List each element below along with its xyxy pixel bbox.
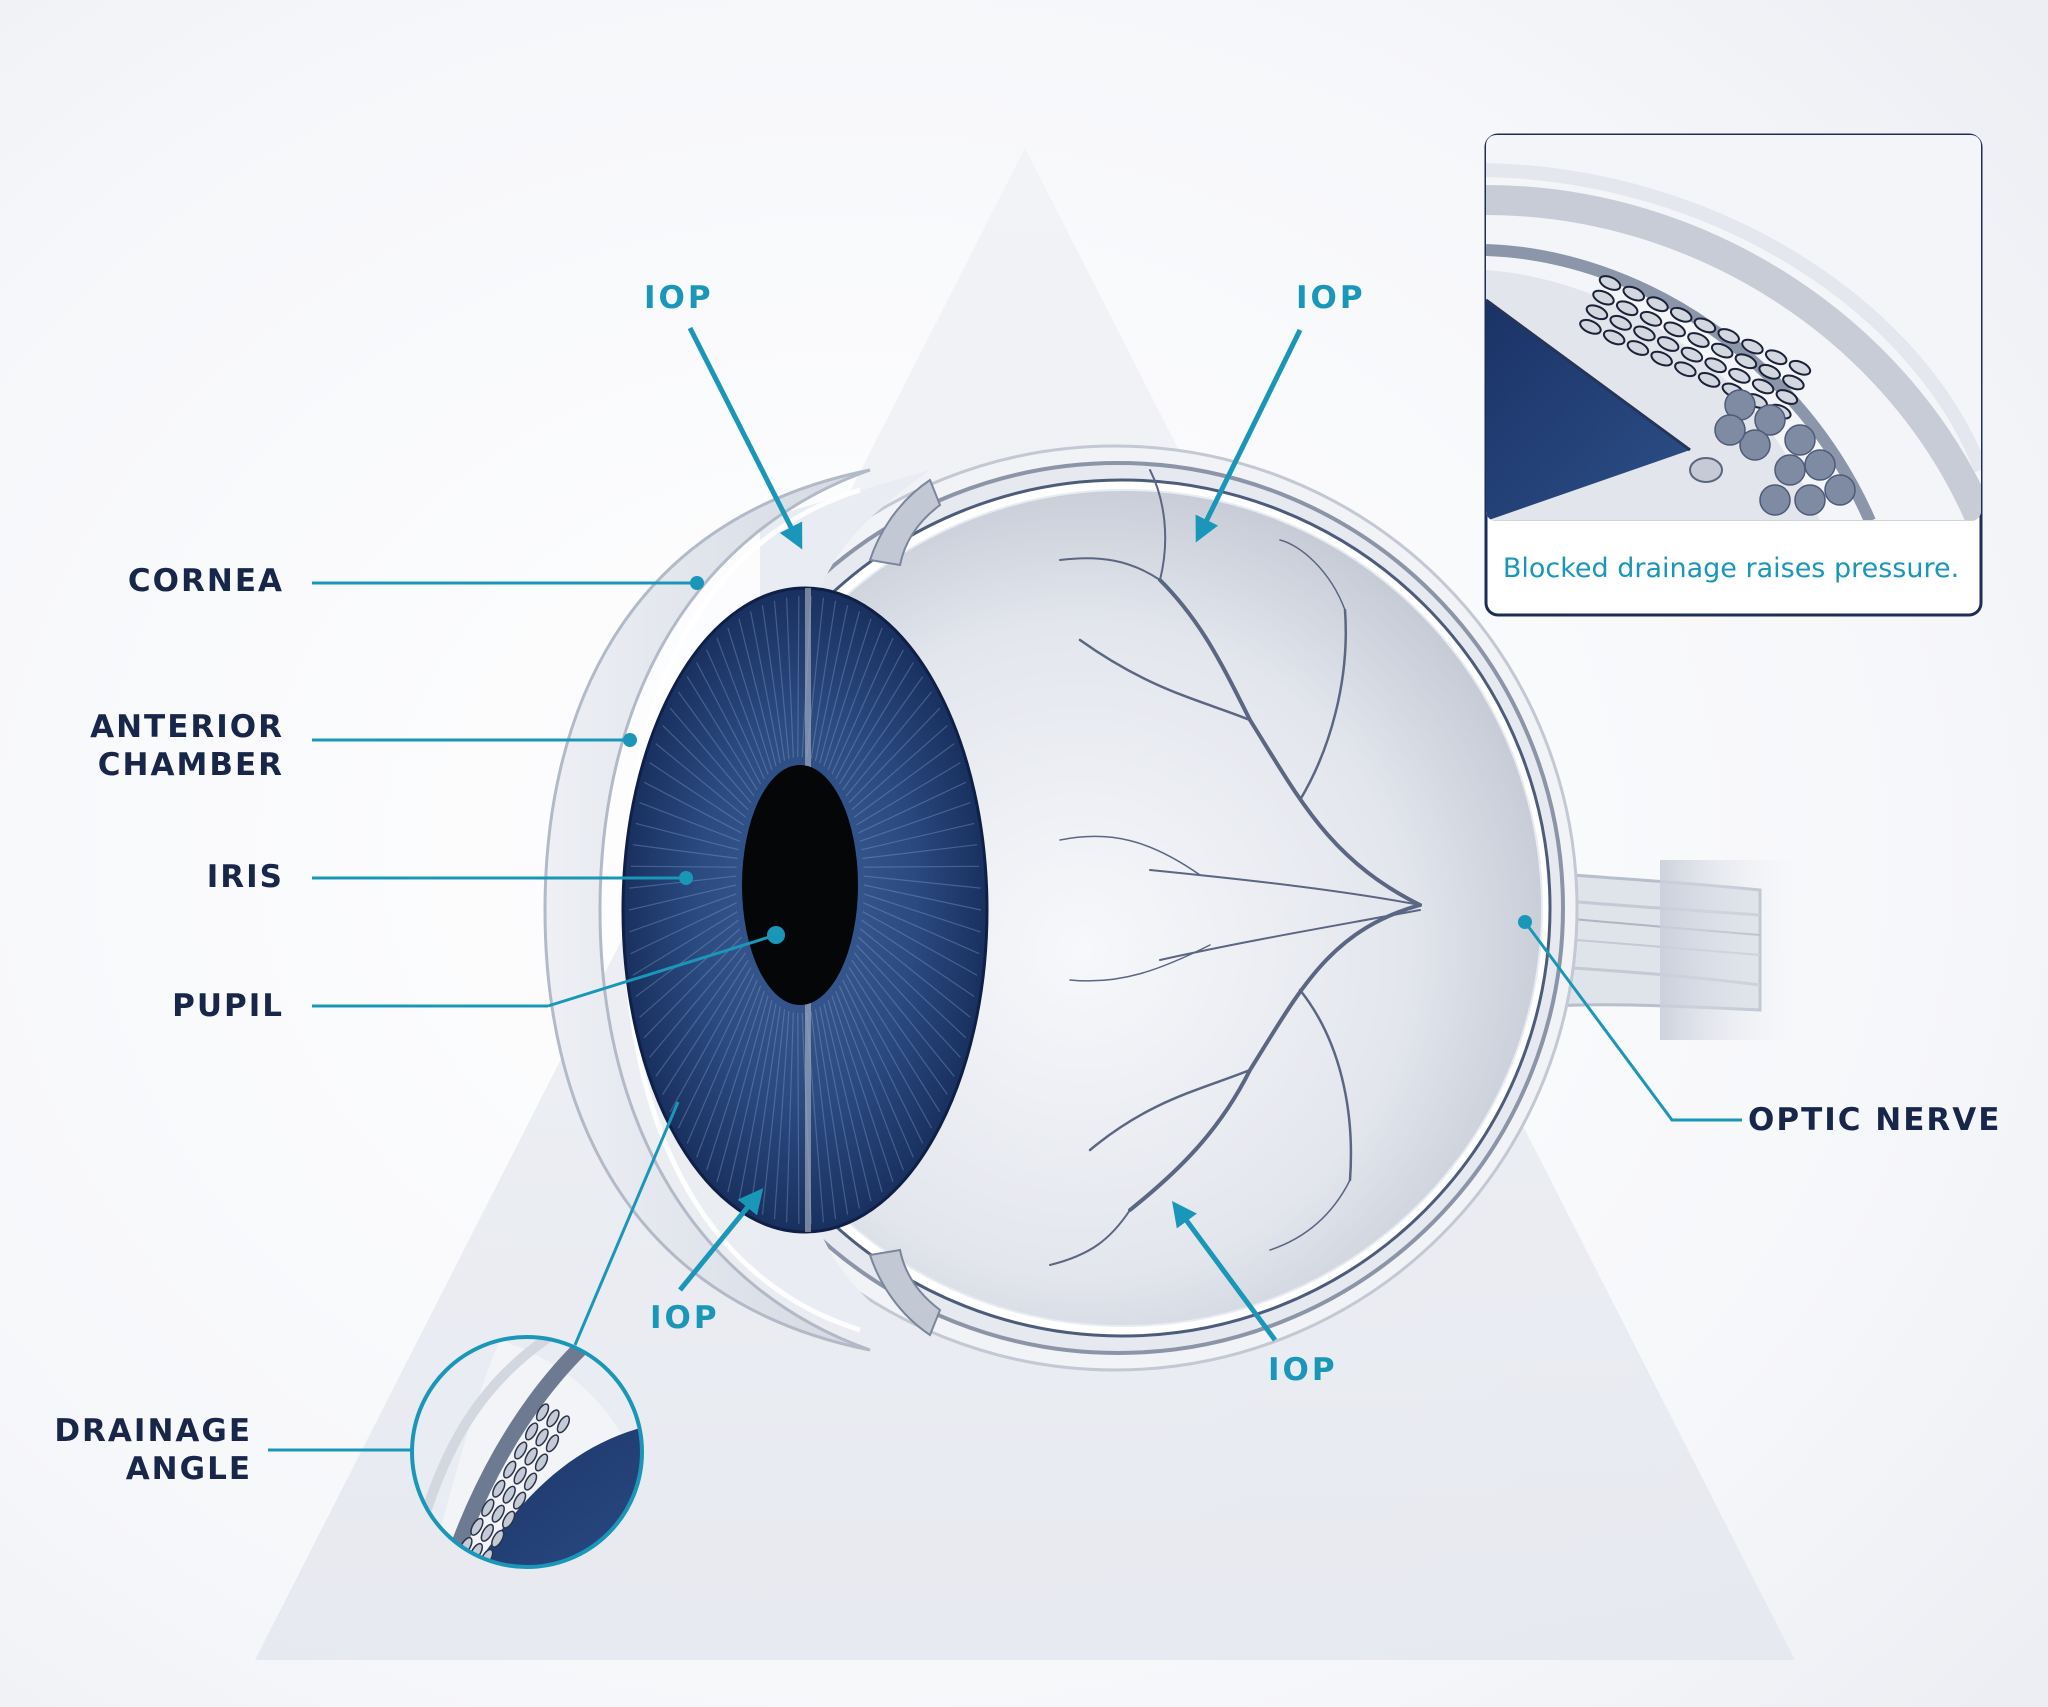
iop-label-top-left: IOP [644,280,714,316]
retinal-vessels [1049,469,1422,1266]
iris-label: IRIS [206,859,284,895]
anterior-chamber-label-line2: CHAMBER [97,747,284,783]
iop-arrow-bottom-left [678,1188,764,1292]
anterior-chamber-label-line1: ANTERIOR [90,709,284,745]
pressure-arrows [678,326,1303,1342]
iop-label-top-right: IOP [1296,280,1366,316]
drainage-angle-label-line1: DRAINAGE [54,1413,252,1449]
pupil-shape [742,765,858,1005]
drainage-angle-label-line2: ANGLE [125,1451,252,1487]
cornea-shape [543,468,871,1352]
inset-caption: Blocked drainage raises pressure. [1502,553,1960,584]
iop-label-bottom-left: IOP [650,1300,720,1336]
pupil-label: PUPIL [172,988,284,1024]
iop-label-bottom-right: IOP [1268,1352,1338,1388]
leader-lines [268,581,1742,1452]
cornea-label: CORNEA [127,563,284,599]
optic-nerve-label: OPTIC NERVE [1748,1102,2002,1138]
drainage-inset-panel [1484,133,1983,617]
iop-arrow-top-right [1195,328,1303,543]
iop-arrow-top-left [687,326,803,550]
iop-arrow-bottom-right [1172,1200,1278,1342]
eyeball [543,444,1579,1372]
